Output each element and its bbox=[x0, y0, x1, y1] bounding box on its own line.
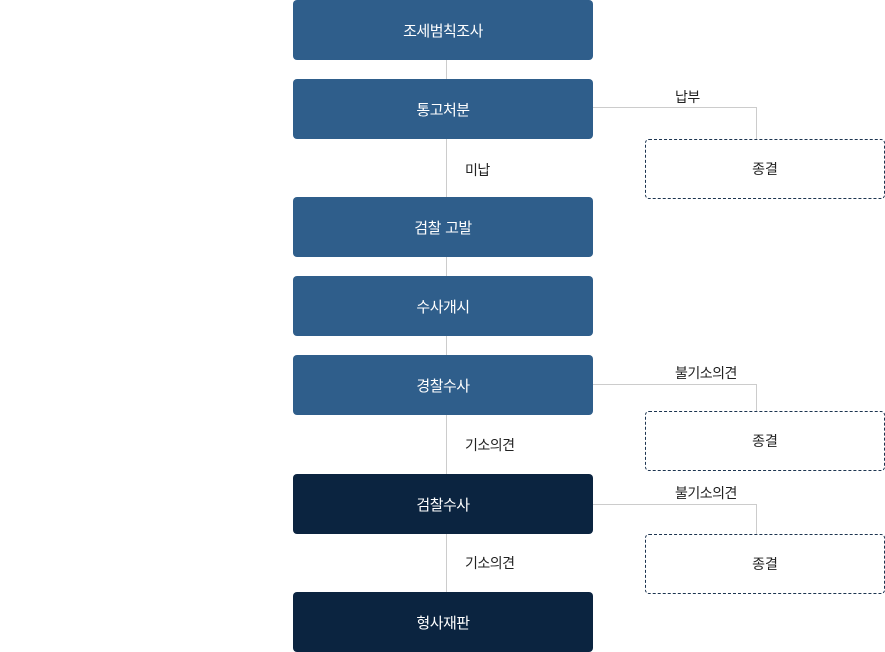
step-label: 형사재판 bbox=[416, 613, 470, 632]
branch-label-non-indictment: 불기소의견 bbox=[675, 366, 737, 382]
step-label: 경찰수사 bbox=[416, 376, 470, 395]
step-tax-crime-investigation: 조세범칙조사 bbox=[293, 0, 593, 60]
flow-label-indictment: 기소의견 bbox=[465, 438, 515, 454]
branch-connector-2 bbox=[593, 384, 757, 412]
step-criminal-trial: 형사재판 bbox=[293, 592, 593, 652]
step-prosecution-investigation: 검찰수사 bbox=[293, 474, 593, 534]
step-label: 조세범칙조사 bbox=[403, 21, 483, 40]
end-label: 종결 bbox=[752, 557, 778, 573]
step-label: 수사개시 bbox=[416, 297, 470, 316]
step-notice-disposition: 통고처분 bbox=[293, 79, 593, 139]
end-box-closed: 종결 bbox=[645, 411, 885, 471]
step-label: 통고처분 bbox=[416, 100, 470, 119]
end-box-closed: 종결 bbox=[645, 534, 885, 594]
branch-label-paid: 납부 bbox=[675, 90, 700, 106]
end-label: 종결 bbox=[752, 162, 778, 178]
branch-label-non-indictment: 불기소의견 bbox=[675, 486, 737, 502]
flow-label-indictment: 기소의견 bbox=[465, 556, 515, 572]
step-police-investigation: 경찰수사 bbox=[293, 355, 593, 415]
branch-connector-1 bbox=[593, 107, 757, 140]
step-prosecution-complaint: 검찰 고발 bbox=[293, 197, 593, 257]
step-label: 검찰 고발 bbox=[414, 218, 472, 237]
flow-label-unpaid: 미납 bbox=[465, 163, 490, 179]
end-label: 종결 bbox=[752, 434, 778, 450]
step-investigation-start: 수사개시 bbox=[293, 276, 593, 336]
branch-connector-3 bbox=[593, 504, 757, 535]
step-label: 검찰수사 bbox=[416, 495, 470, 514]
end-box-closed: 종결 bbox=[645, 139, 885, 199]
